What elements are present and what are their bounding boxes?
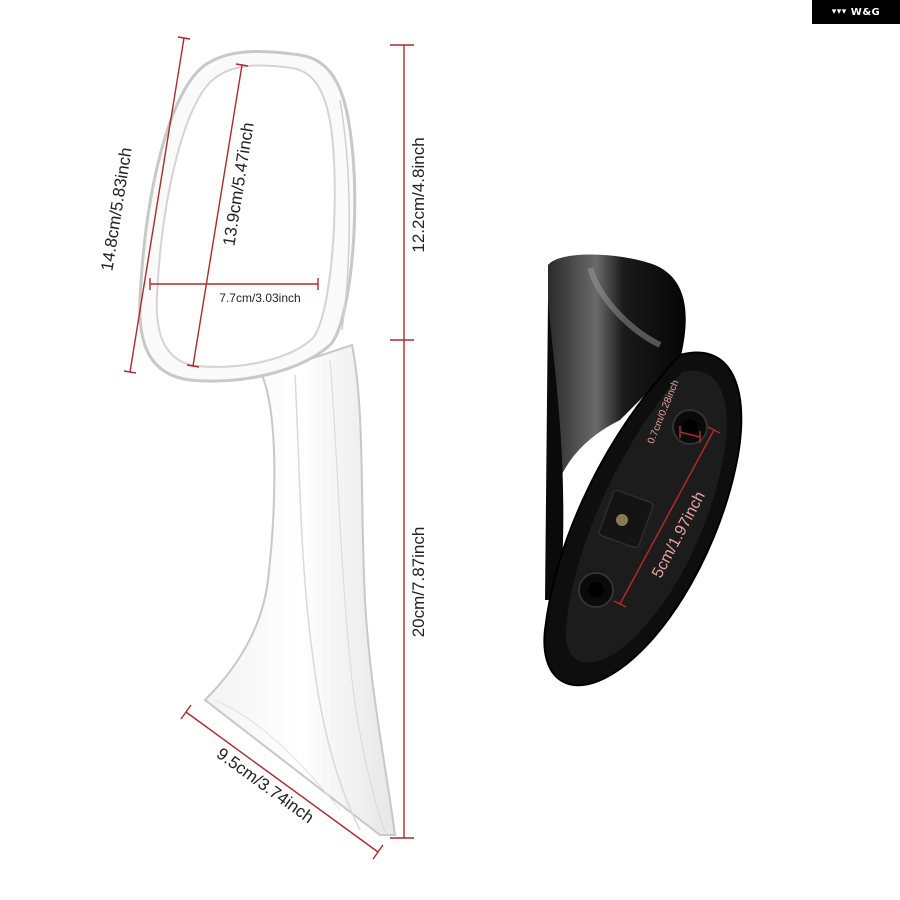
label-mirror-height: 14.8cm/5.83inch [97,146,135,272]
label-glass-width: 7.7cm/3.03inch [219,291,300,305]
brand-logo: ▾▾▾ W&G [812,0,900,24]
label-mirror-head-height: 12.2cm/4.8inch [409,137,428,252]
mirror-glass [155,64,336,368]
mirror-stem [203,343,397,836]
dimension-lines [123,36,414,860]
mount-stem [548,254,686,520]
label-stem-height: 20cm/7.87inch [409,527,428,638]
clear-mirror-image [138,50,397,836]
brand-logo-text: W&G [850,6,881,18]
mount-base-image [543,254,743,687]
brand-mark-icon: ▾▾▾ [831,7,847,17]
